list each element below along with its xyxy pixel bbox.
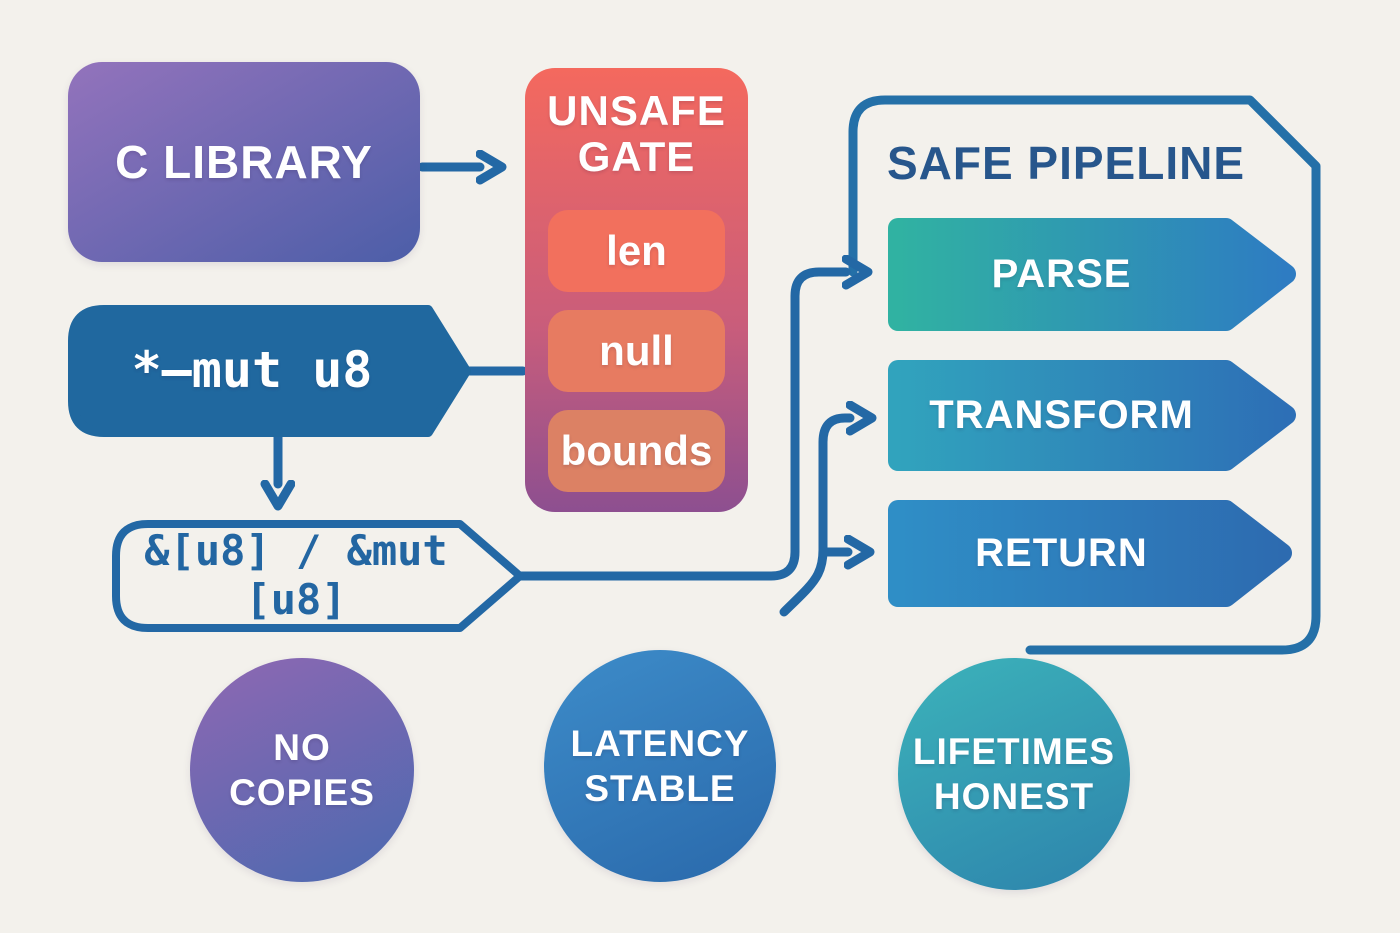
return-label-text: RETURN [975, 531, 1148, 575]
parse-stage-shape [888, 218, 1296, 331]
raw-pointer-label: *–mut u8 [68, 305, 436, 435]
raw-pointer-node-shape [68, 305, 471, 437]
gate-check-null: null [548, 310, 725, 392]
badge-lifetimes-line1: LIFETIMES [912, 731, 1116, 772]
gate-check-bounds: bounds [548, 410, 725, 492]
transform-stage-shape [888, 360, 1296, 471]
transform-stage-label: TRANSFORM [888, 360, 1235, 471]
safe-pipeline-title-text: SAFE PIPELINE [886, 137, 1246, 189]
slices-node-shape [112, 520, 524, 632]
transform-label-text: TRANSFORM [929, 393, 1194, 437]
connector-to-transform [779, 418, 850, 617]
safe-pipeline-container-outline [848, 95, 1321, 655]
unsafe-gate-title-line2: GATE [577, 133, 696, 180]
gate-check-bounds-label: bounds [560, 427, 713, 474]
safe-pipeline-title: SAFE PIPELINE [880, 130, 1252, 196]
gate-check-null-label: null [599, 327, 674, 374]
slices-label: &[u8] / &mut [u8] [112, 520, 480, 630]
gate-check-len: len [548, 210, 725, 292]
badge-lifetimes-line2: HONEST [933, 776, 1095, 817]
unsafe-gate-title-text: UNSAFE GATE [547, 88, 726, 180]
unsafe-gate-title: UNSAFE GATE [525, 86, 748, 182]
badge-no-copies: NO COPIES [190, 658, 414, 882]
badge-no-copies-line2: COPIES [229, 772, 375, 813]
parse-stage-label: PARSE [888, 218, 1235, 331]
badge-latency-stable: LATENCY STABLE [544, 650, 776, 882]
connector-slices-to-parse [515, 272, 846, 581]
badge-latency-line1: LATENCY [570, 723, 750, 764]
badge-latency-line2: STABLE [584, 768, 736, 809]
badge-lifetimes-honest: LIFETIMES HONEST [898, 658, 1130, 890]
slices-label-text: &[u8] / &mut [u8] [144, 526, 448, 624]
c-library-node: C LIBRARY [68, 62, 420, 262]
unsafe-gate-title-line1: UNSAFE [547, 87, 726, 134]
gate-check-len-label: len [606, 227, 667, 274]
badge-latency-stable-text: LATENCY STABLE [571, 721, 750, 811]
raw-pointer-label-text: *–mut u8 [131, 341, 373, 399]
badge-no-copies-text: NO COPIES [229, 725, 375, 815]
badge-no-copies-line1: NO [273, 727, 331, 768]
badge-lifetimes-honest-text: LIFETIMES HONEST [913, 729, 1115, 819]
return-stage-label: RETURN [888, 500, 1235, 607]
c-library-label: C LIBRARY [115, 136, 373, 188]
parse-label-text: PARSE [991, 252, 1132, 296]
return-stage-shape [888, 500, 1292, 607]
